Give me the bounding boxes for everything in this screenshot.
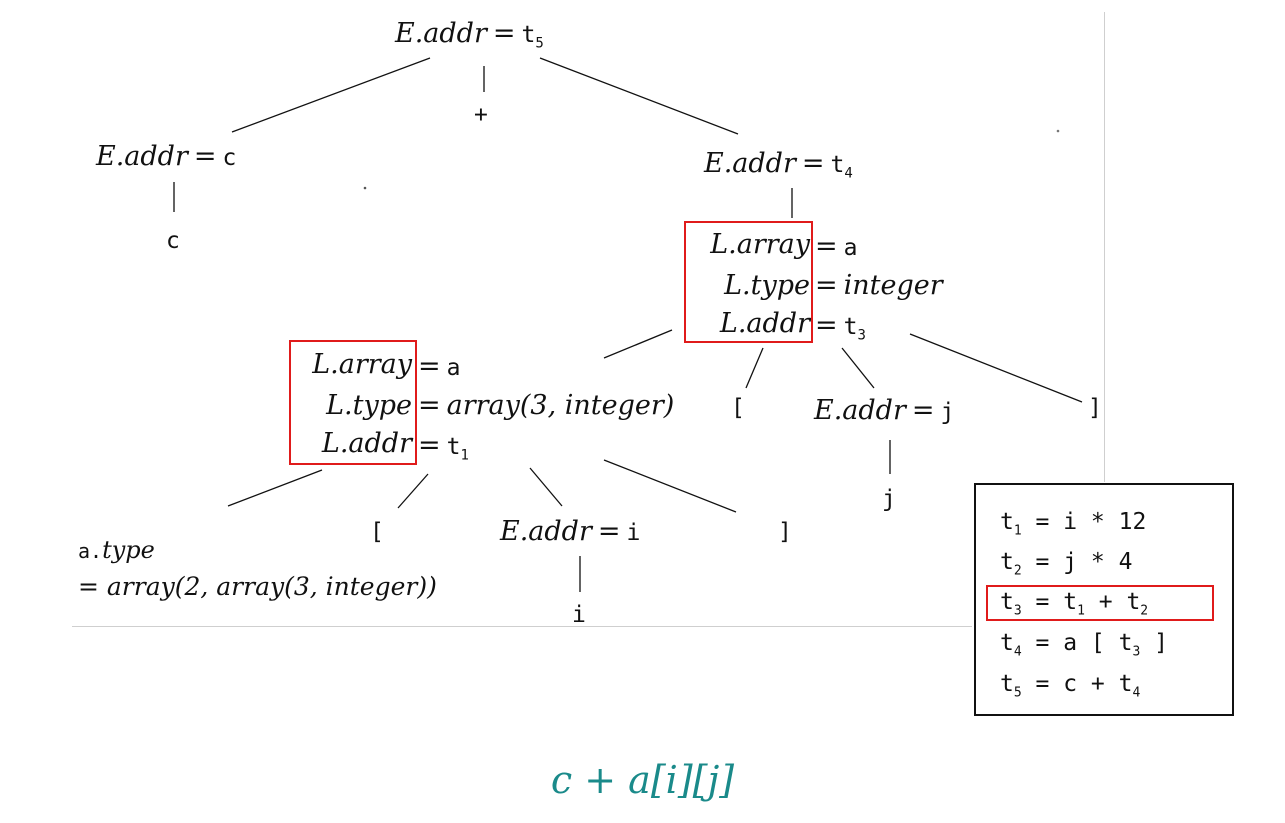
ej-lhs: E.addr (814, 395, 906, 426)
node-plus: + (474, 102, 488, 128)
lupper-type-rhs: =integer (815, 270, 943, 301)
lupper-addr-lhs: L.addr (719, 308, 810, 339)
node-e-j: E.addr = j (814, 397, 954, 424)
code-line-2: t2 = j * 4 (1000, 549, 1133, 579)
edge-llower-ei (529, 467, 563, 507)
code-line-3: t3 = t1 + t2 (1000, 589, 1149, 619)
left-e-rhs: c (222, 145, 237, 171)
code-line-1: t1 = i * 12 (1000, 509, 1147, 539)
ej-eq: = (911, 395, 935, 426)
node-atype-line1: a.type (78, 536, 155, 564)
edge-lupper-bracket (745, 347, 764, 389)
bracket-open-upper: [ (731, 395, 745, 421)
ei-eq: = (597, 516, 621, 547)
right-e-lhs: E.addr (704, 148, 796, 179)
scan-speck (363, 186, 367, 190)
three-address-code-box: t1 = i * 12 t2 = j * 4 t3 = t1 + t2 t4 =… (974, 483, 1234, 716)
llower-addr-rhs: =t1 (418, 430, 469, 464)
root-eq: = (492, 18, 516, 49)
llower-type-lhs: L.type (326, 390, 412, 421)
scan-speck-2 (1056, 129, 1060, 133)
code-line-4: t4 = a [ t3 ] (1000, 630, 1168, 660)
highlight-code-line-3 (986, 585, 1214, 621)
node-e-i: E.addr = i (500, 518, 640, 545)
lupper-array-lhs: L.array (710, 229, 810, 260)
left-e-lhs: E.addr (96, 141, 188, 172)
ej-rhs: j (940, 399, 955, 425)
bracket-open-lower: [ (370, 519, 384, 545)
root-rhs: t5 (521, 22, 544, 52)
lupper-addr-rhs: =t3 (815, 310, 866, 344)
ei-rhs: i (626, 520, 641, 546)
expression-caption: c + a[i][j] (550, 758, 735, 802)
edge-llower-bracket (397, 473, 429, 509)
lupper-array-rhs: =a (815, 231, 858, 262)
edge-llower-atype (227, 469, 323, 507)
leaf-i: i (572, 602, 586, 628)
node-root: E.addr = t5 (395, 20, 544, 51)
edge-llower-close (603, 459, 737, 513)
edge-root-right (539, 57, 739, 135)
node-atype-line2: = array(2, array(3, integer)) (78, 572, 437, 601)
llower-array-lhs: L.array (312, 349, 412, 380)
edge-lupper-ej (841, 347, 875, 389)
right-e-rhs: t4 (830, 152, 853, 182)
leaf-c: c (166, 228, 180, 254)
edge-root-left (231, 57, 431, 133)
root-lhs: E.addr (395, 18, 487, 49)
ei-lhs: E.addr (500, 516, 592, 547)
leaf-j: j (882, 486, 896, 512)
left-e-eq: = (193, 141, 217, 172)
edge-lupper-close (909, 333, 1083, 403)
scan-frame-edge (1104, 12, 1105, 482)
node-left-e: E.addr = c (96, 143, 236, 170)
bracket-close-lower: ] (778, 519, 792, 545)
highlight-upper-l (684, 221, 813, 343)
bracket-close-upper: ] (1088, 395, 1102, 421)
llower-array-rhs: =a (418, 351, 461, 382)
scan-frame-edge-bottom (72, 626, 972, 627)
right-e-eq: = (801, 148, 825, 179)
edge-lupper-llower (603, 329, 673, 359)
llower-type-rhs: =array(3, integer) (418, 390, 675, 421)
llower-addr-lhs: L.addr (321, 428, 412, 459)
code-line-5: t5 = c + t4 (1000, 671, 1141, 701)
node-right-e: E.addr = t4 (704, 150, 853, 181)
highlight-lower-l (289, 340, 417, 465)
lupper-type-lhs: L.type (724, 270, 810, 301)
